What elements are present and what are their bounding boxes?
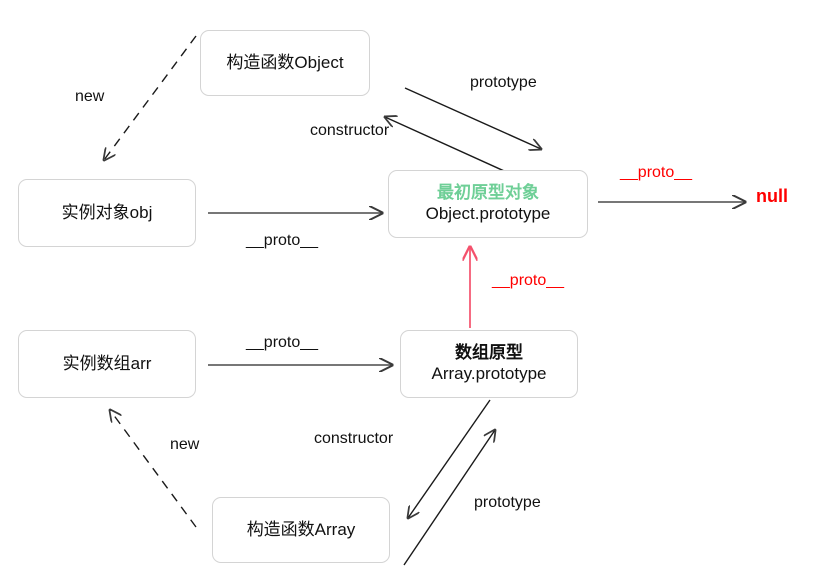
edge-prototype-top [404,87,541,149]
edge-constructor-bottom [408,399,491,518]
edge-label-proto-objproto-null: __proto__ [620,164,693,181]
edge-label-new-bottom: new [170,436,200,453]
edge-label-proto-arr-arrproto: __proto__ [246,334,319,351]
node-object-constructor[interactable]: 构造函数Object [200,30,370,96]
edge-label-constructor-bottom: constructor [314,430,394,447]
node-subtitle: Object.prototype [425,204,551,223]
edge-label-new-top: new [75,88,105,105]
node-label: 实例对象obj [61,202,153,222]
edge-label-prototype-bottom: prototype [474,494,541,511]
edge-label-proto-obj-objproto: __proto__ [246,232,319,249]
edge-constructor-top [385,117,514,176]
node-instance-arr[interactable]: 实例数组arr [18,330,196,398]
edge-label-prototype-top: prototype [470,74,537,91]
node-title: 最初原型对象 [437,183,539,203]
node-object-prototype[interactable]: 最初原型对象 Object.prototype [388,170,588,238]
node-label: 构造函数Array [246,519,356,539]
node-array-constructor[interactable]: 构造函数Array [212,497,390,563]
node-instance-obj[interactable]: 实例对象obj [18,179,196,247]
node-label: 构造函数Object [226,52,344,72]
edge-new-bottom [110,410,197,528]
edge-new-top [104,35,197,160]
edge-label-proto-arrproto-objproto: __proto__ [492,272,565,289]
edge-label-constructor-top: constructor [310,122,390,139]
node-label: 实例数组arr [62,353,152,373]
node-subtitle: Array.prototype [431,364,547,383]
null-terminal-label: null [756,186,788,206]
node-title: 数组原型 [455,343,523,363]
node-array-prototype[interactable]: 数组原型 Array.prototype [400,330,578,398]
edge-prototype-bottom [403,430,495,566]
